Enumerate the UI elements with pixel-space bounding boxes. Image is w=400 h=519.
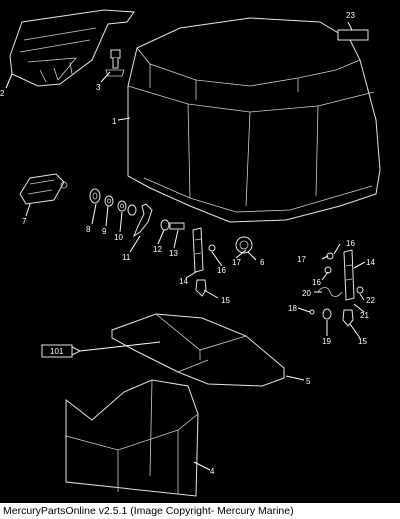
part-12-bushing[interactable] [160, 219, 170, 231]
callout-15-left[interactable]: 15 [221, 296, 230, 305]
callout-21[interactable]: 21 [360, 311, 369, 320]
callout-8[interactable]: 8 [86, 225, 91, 234]
callout-17-right[interactable]: 17 [297, 255, 306, 264]
part-5-pad[interactable] [111, 313, 285, 387]
callout-19[interactable]: 19 [322, 337, 331, 346]
callout-3[interactable]: 3 [96, 83, 101, 92]
callout-16-right-mid[interactable]: 16 [312, 278, 321, 287]
callout-10[interactable]: 10 [114, 233, 123, 242]
part-2-cover[interactable] [9, 9, 135, 87]
part-15-latch-left[interactable] [195, 279, 207, 297]
part-16-clip-left[interactable] [208, 244, 216, 252]
part-23-decal[interactable] [337, 29, 369, 41]
callout-6[interactable]: 6 [260, 258, 265, 267]
part-7-latch[interactable] [19, 173, 68, 205]
part-18-pin[interactable] [309, 309, 315, 315]
callout-1[interactable]: 1 [112, 117, 117, 126]
leader-lines [5, 21, 366, 471]
exploded-parts-diagram: 101 1 2 3 4 5 [0, 9, 381, 497]
callout-17-left[interactable]: 17 [232, 258, 241, 267]
callout-22[interactable]: 22 [366, 296, 375, 305]
part-101-sealant-tube[interactable]: 101 [41, 344, 82, 358]
callout-labels: 1 2 3 4 5 6 7 8 9 10 11 12 13 14 15 16 1… [0, 11, 375, 476]
part-1-top-cowl[interactable] [127, 17, 381, 223]
callout-2[interactable]: 2 [0, 89, 5, 98]
part-8-grommet[interactable] [89, 188, 101, 204]
callout-7[interactable]: 7 [22, 217, 27, 226]
part-22-clip[interactable] [356, 286, 364, 294]
part-4-lower-panel[interactable] [65, 379, 199, 497]
part-14-bracket-right[interactable] [343, 249, 355, 301]
callout-9[interactable]: 9 [102, 227, 107, 236]
part-11-hook[interactable] [132, 203, 153, 238]
part-14-bracket-left[interactable] [192, 227, 204, 273]
callout-12[interactable]: 12 [153, 245, 162, 254]
copyright-footer: MercuryPartsOnline v2.5.1 (Image Copyrig… [0, 503, 400, 519]
tube-label: 101 [50, 347, 64, 356]
part-10-washer-2[interactable] [127, 204, 137, 216]
part-10-washer[interactable] [117, 200, 127, 212]
part-9-washer[interactable] [104, 195, 114, 207]
part-16-clip-right-b[interactable] [324, 266, 332, 274]
part-6-grommet[interactable] [235, 236, 253, 254]
part-3-screw[interactable] [105, 49, 125, 77]
part-15-latch-right[interactable] [342, 309, 354, 327]
callout-15-right[interactable]: 15 [358, 337, 367, 346]
part-20-spring[interactable] [317, 287, 343, 297]
callout-14-right[interactable]: 14 [366, 258, 375, 267]
callout-16-right-top[interactable]: 16 [346, 239, 355, 248]
callout-23[interactable]: 23 [346, 11, 355, 20]
part-19-retainer[interactable] [322, 308, 332, 320]
callout-18[interactable]: 18 [288, 304, 297, 313]
callout-11[interactable]: 11 [122, 253, 131, 262]
part-13-screw[interactable] [169, 222, 185, 230]
callout-20[interactable]: 20 [302, 289, 311, 298]
callout-14-left[interactable]: 14 [179, 277, 188, 286]
callout-13[interactable]: 13 [169, 249, 178, 258]
callout-5[interactable]: 5 [306, 377, 311, 386]
callout-16-left[interactable]: 16 [217, 266, 226, 275]
callout-4[interactable]: 4 [210, 467, 215, 476]
